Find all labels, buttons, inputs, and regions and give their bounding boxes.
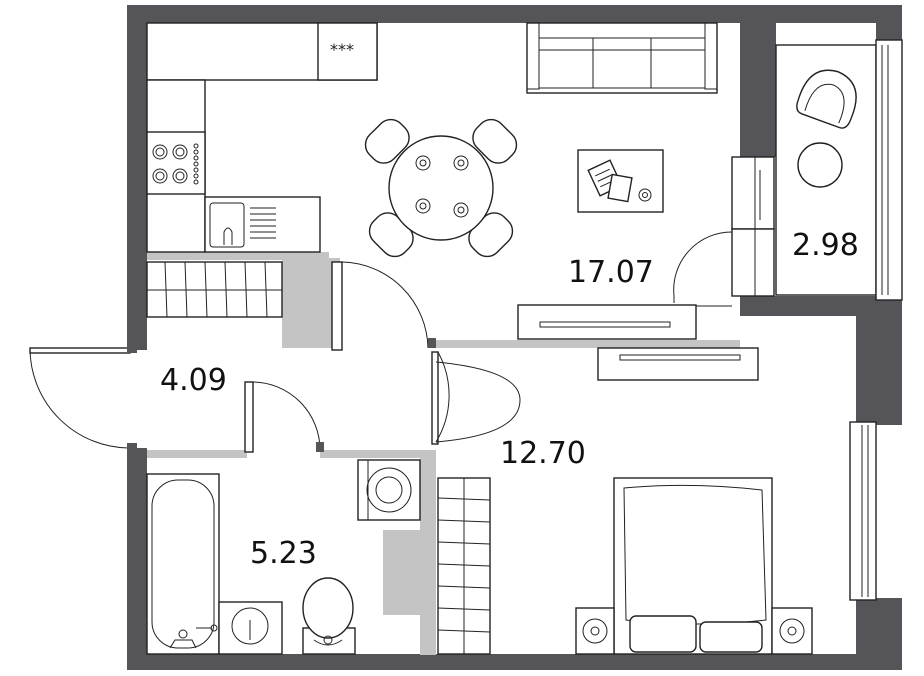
pillow-left xyxy=(629,615,697,653)
dining-set xyxy=(364,118,518,258)
partitions xyxy=(147,252,740,655)
stove-marking: *** xyxy=(330,40,354,59)
balcony-door xyxy=(673,156,775,307)
dining-table xyxy=(388,135,494,241)
bedroom xyxy=(437,347,877,655)
room-area-bathroom: 5.23 xyxy=(250,536,317,571)
kitchen: *** xyxy=(146,22,378,318)
bathroom xyxy=(146,459,421,655)
room-area-balcony: 2.98 xyxy=(792,228,859,263)
room-area-bedroom: 12.70 xyxy=(500,436,586,471)
doors xyxy=(29,261,521,453)
sofa xyxy=(526,22,718,94)
tv-stand-living xyxy=(517,304,697,340)
room-area-hallway: 4.09 xyxy=(160,363,227,398)
pillow-right xyxy=(699,621,763,653)
sink-icon xyxy=(204,196,321,253)
room-labels: 17.07 2.98 4.09 12.70 5.23 xyxy=(160,228,859,571)
balcony xyxy=(775,39,903,301)
hob-icon xyxy=(146,131,206,195)
walls xyxy=(127,5,902,670)
coffee-table xyxy=(577,149,664,213)
room-area-living-kitchen: 17.07 xyxy=(568,255,654,290)
